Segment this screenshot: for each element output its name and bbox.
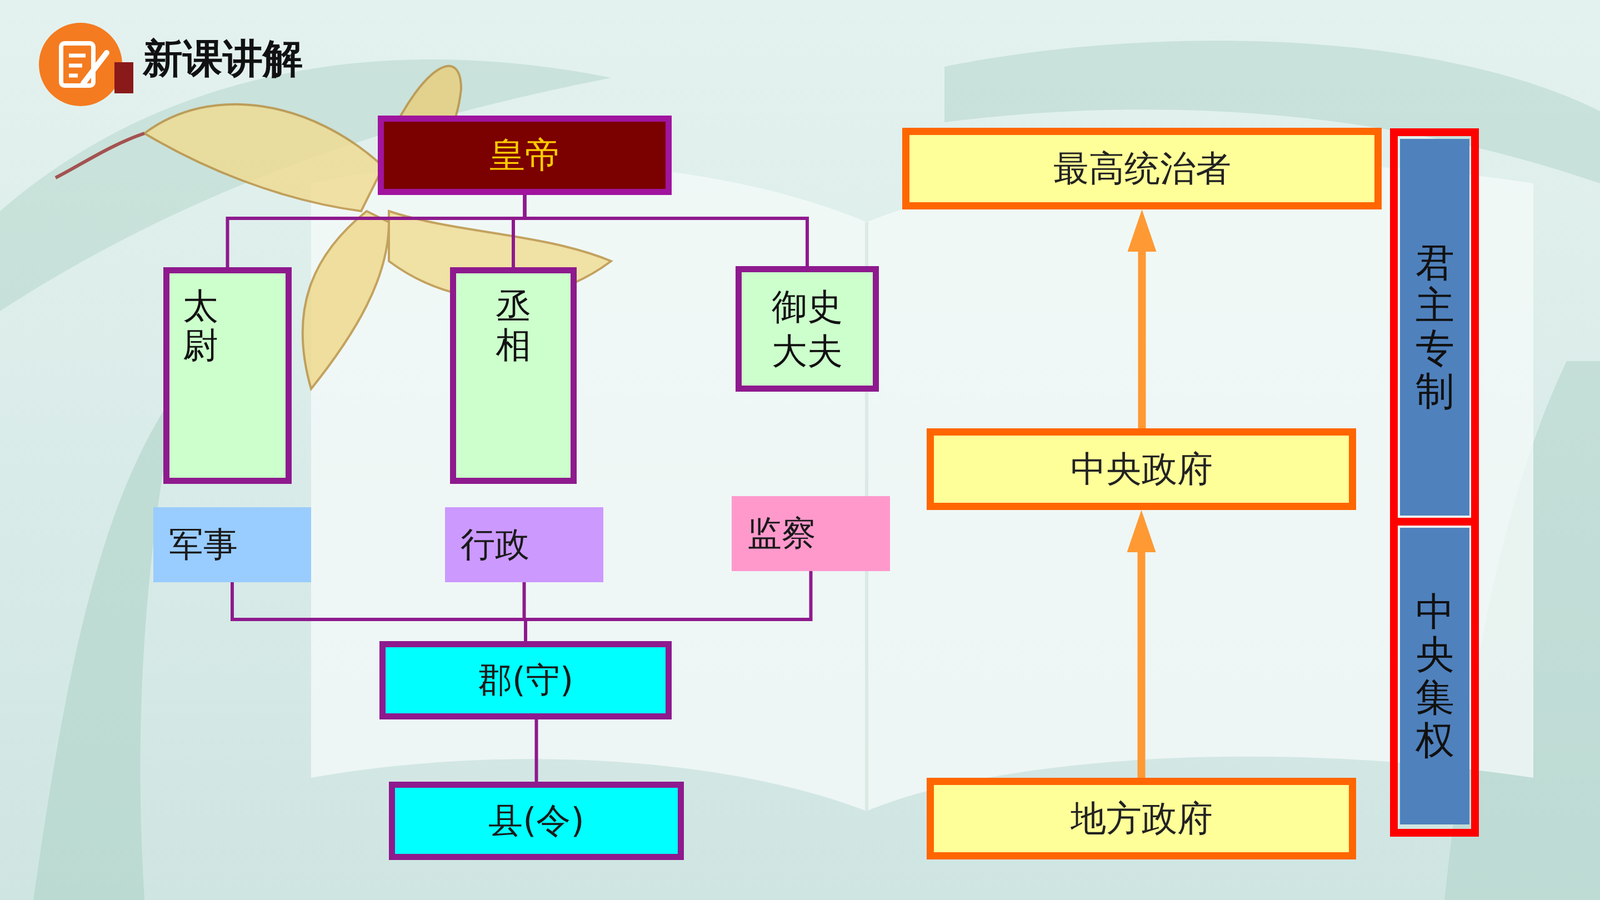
duty-label: 军事 bbox=[153, 507, 312, 583]
ruler-box: 皇帝 bbox=[377, 115, 672, 195]
official-box: 御史大夫 bbox=[735, 266, 879, 392]
concept-band: 君主专制 bbox=[1400, 138, 1470, 516]
hierarchy-line bbox=[232, 582, 526, 642]
local-office-box: 郡(守) bbox=[379, 641, 672, 720]
node-text: 军事 bbox=[168, 523, 238, 565]
slide-title: 新课讲解 bbox=[142, 36, 303, 81]
flow-arrow bbox=[1138, 242, 1147, 429]
node-text: 行政 bbox=[460, 523, 530, 565]
node-text: 太尉 bbox=[182, 286, 219, 365]
hierarchy-line bbox=[535, 719, 539, 782]
duty-label: 行政 bbox=[445, 507, 604, 583]
node-text: 皇帝 bbox=[489, 133, 561, 177]
hierarchy-line bbox=[227, 195, 525, 268]
local-office-box: 县(令) bbox=[388, 781, 684, 860]
duty-label: 监察 bbox=[731, 496, 890, 572]
hierarchy-line bbox=[513, 195, 525, 268]
node-text: 县(令) bbox=[488, 800, 584, 842]
official-box: 丞相 bbox=[450, 267, 577, 484]
node-text: 地方政府 bbox=[1070, 797, 1213, 840]
node-text: 中央集权 bbox=[1415, 590, 1455, 762]
official-box: 太尉 bbox=[163, 267, 292, 484]
flow-arrow bbox=[1137, 543, 1146, 778]
node-text: 御史大夫 bbox=[770, 284, 844, 374]
node-text: 郡(守) bbox=[477, 659, 574, 701]
node-text: 君主专制 bbox=[1415, 241, 1455, 413]
level-box: 地方政府 bbox=[926, 777, 1357, 860]
hierarchy-line bbox=[525, 195, 808, 267]
node-text: 最高统治者 bbox=[1053, 147, 1232, 190]
level-box: 最高统治者 bbox=[902, 127, 1382, 210]
concept-band: 中央集权 bbox=[1400, 527, 1470, 825]
node-text: 丞相 bbox=[495, 286, 532, 365]
node-text: 监察 bbox=[747, 512, 817, 554]
level-box: 中央政府 bbox=[926, 428, 1357, 510]
node-text: 中央政府 bbox=[1070, 447, 1213, 491]
